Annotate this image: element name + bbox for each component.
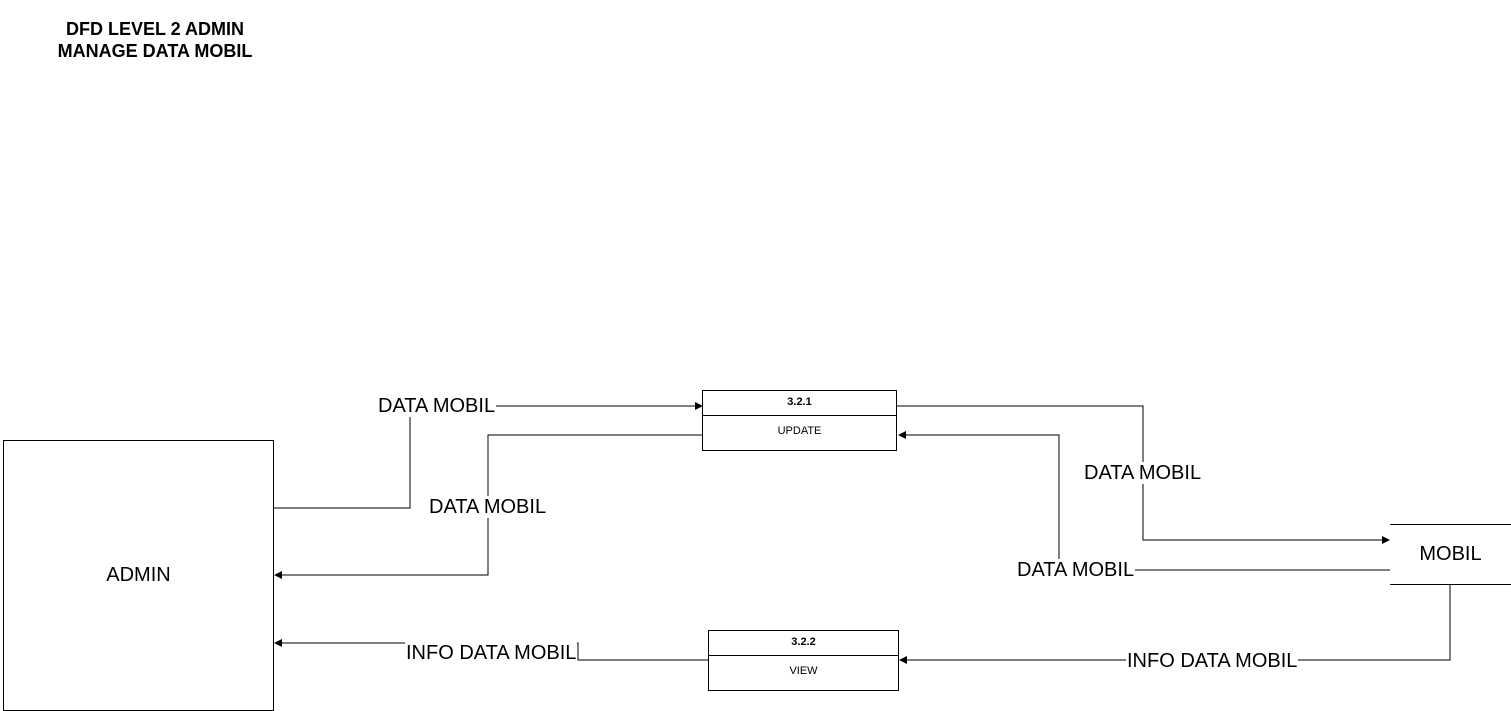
process-view-id: 3.2.2 (709, 631, 898, 656)
data-store-mobil[interactable]: MOBIL (1390, 524, 1511, 585)
flow-mobil-to-update (898, 431, 1390, 571)
flow-label-update-to-admin: DATA MOBIL (428, 496, 548, 518)
process-view[interactable]: 3.2.2 VIEW (708, 630, 899, 691)
admin-entity-label: ADMIN (106, 564, 171, 586)
flow-mobil-to-view (899, 585, 1451, 664)
admin-entity[interactable]: ADMIN (3, 440, 274, 711)
process-update-name: UPDATE (777, 425, 822, 437)
flow-label-mobil-to-update: DATA MOBIL (1016, 559, 1136, 581)
process-view-name: VIEW (789, 665, 818, 677)
flow-label-view-to-admin: INFO DATA MOBIL (405, 642, 578, 664)
flow-label-mobil-to-view: INFO DATA MOBIL (1126, 650, 1299, 672)
diagram-title-line-2: MANAGE DATA MOBIL (57, 41, 253, 61)
data-store-mobil-label: MOBIL (1419, 543, 1482, 565)
flow-admin-to-update (273, 402, 703, 509)
flow-label-admin-to-update: DATA MOBIL (377, 395, 497, 417)
diagram-title-line-1: DFD LEVEL 2 ADMIN (65, 19, 244, 39)
flow-label-update-to-mobil: DATA MOBIL (1083, 462, 1203, 484)
diagram-title: DFD LEVEL 2 ADMIN MANAGE DATA MOBIL (20, 18, 290, 62)
process-update-id: 3.2.1 (703, 391, 896, 416)
process-update[interactable]: 3.2.1 UPDATE (702, 390, 897, 451)
